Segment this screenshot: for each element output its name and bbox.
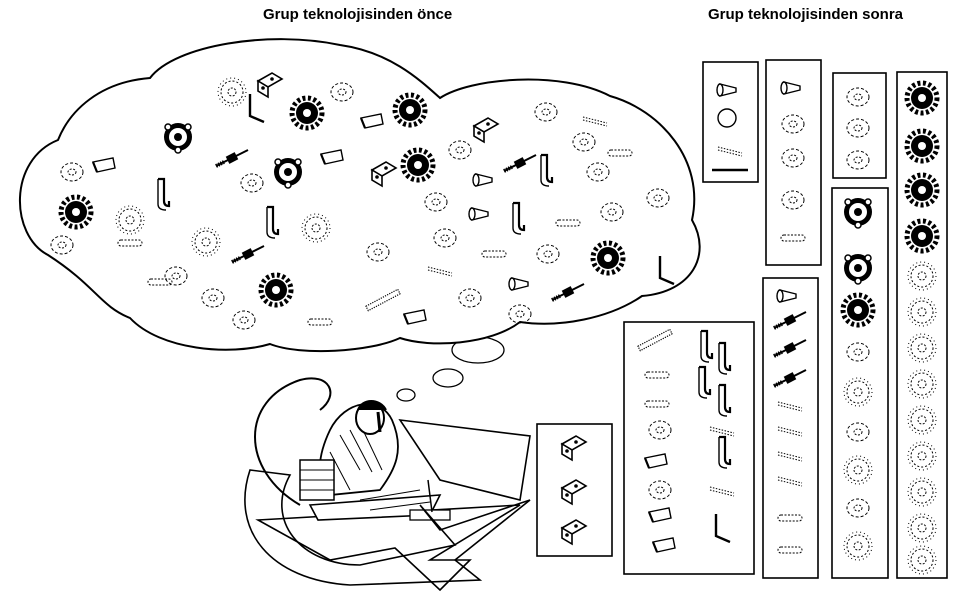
group-box-hooks-springs xyxy=(624,322,754,574)
thought-bubble-small xyxy=(397,389,415,401)
thought-bubble-medium xyxy=(433,369,463,387)
group-box-brackets xyxy=(537,424,612,556)
group-box-flanges xyxy=(832,188,888,578)
parts-cloud xyxy=(20,39,700,351)
group-box-washers xyxy=(833,73,886,178)
group-box-cone-pins xyxy=(703,62,758,182)
group-box-bolts xyxy=(763,278,818,578)
group-box-shafts xyxy=(766,60,821,265)
group-box-gears xyxy=(897,72,947,578)
